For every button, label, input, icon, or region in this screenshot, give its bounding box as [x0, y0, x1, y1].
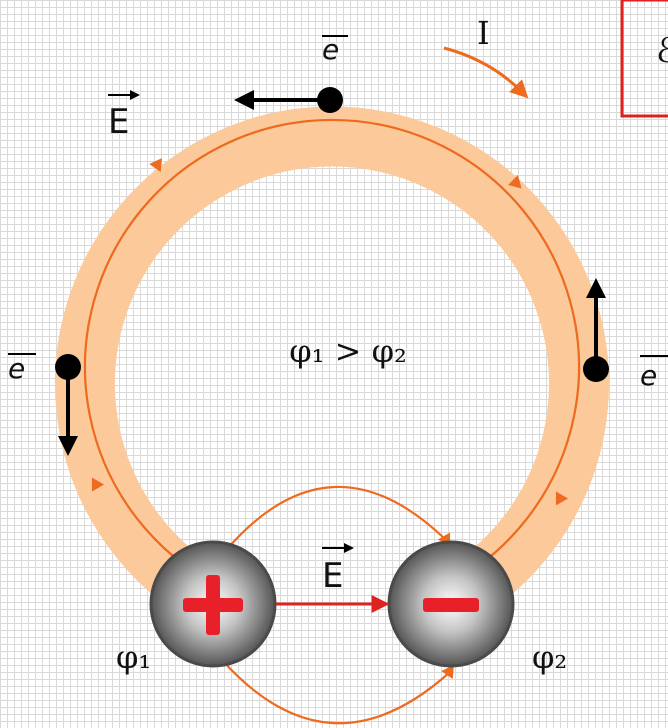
plus-icon — [183, 575, 243, 635]
field-label-center: E — [322, 543, 354, 596]
field-line-ring — [83, 118, 581, 586]
field-label-ring-text: E — [108, 102, 129, 142]
field-line-upper-arc — [227, 485, 447, 549]
field-arrow — [508, 175, 522, 189]
electron-left-dot — [55, 354, 81, 380]
electron-right-label: e — [640, 359, 657, 392]
current-label: I — [477, 14, 490, 52]
electron-left: e — [8, 352, 81, 456]
electron-top-label: e — [322, 33, 339, 66]
field-line-arrows — [91, 158, 569, 506]
field-arrow — [441, 665, 454, 680]
field-line-lower-arc — [221, 659, 451, 725]
phi1-label: φ₁ — [116, 638, 151, 676]
minus-icon — [423, 598, 479, 612]
current-arrow — [443, 46, 529, 99]
field-arrow — [91, 477, 105, 492]
potential-relation: φ₁ > φ₂ — [289, 332, 407, 370]
electron-right: e — [583, 278, 668, 392]
electron-top-dot — [317, 87, 343, 113]
electron-top: e — [234, 33, 348, 113]
box-partial-symbol: ℰ — [656, 31, 668, 71]
field-label-ring: E — [108, 90, 140, 142]
electron-left-label: e — [8, 352, 25, 385]
field-label-center-text: E — [322, 556, 343, 596]
red-box — [620, 0, 668, 118]
electron-right-dot — [583, 356, 609, 382]
field-arrow — [149, 158, 162, 173]
conductor-ring — [55, 106, 609, 627]
phi2-label: φ₂ — [532, 638, 567, 676]
field-arrow — [555, 491, 569, 506]
